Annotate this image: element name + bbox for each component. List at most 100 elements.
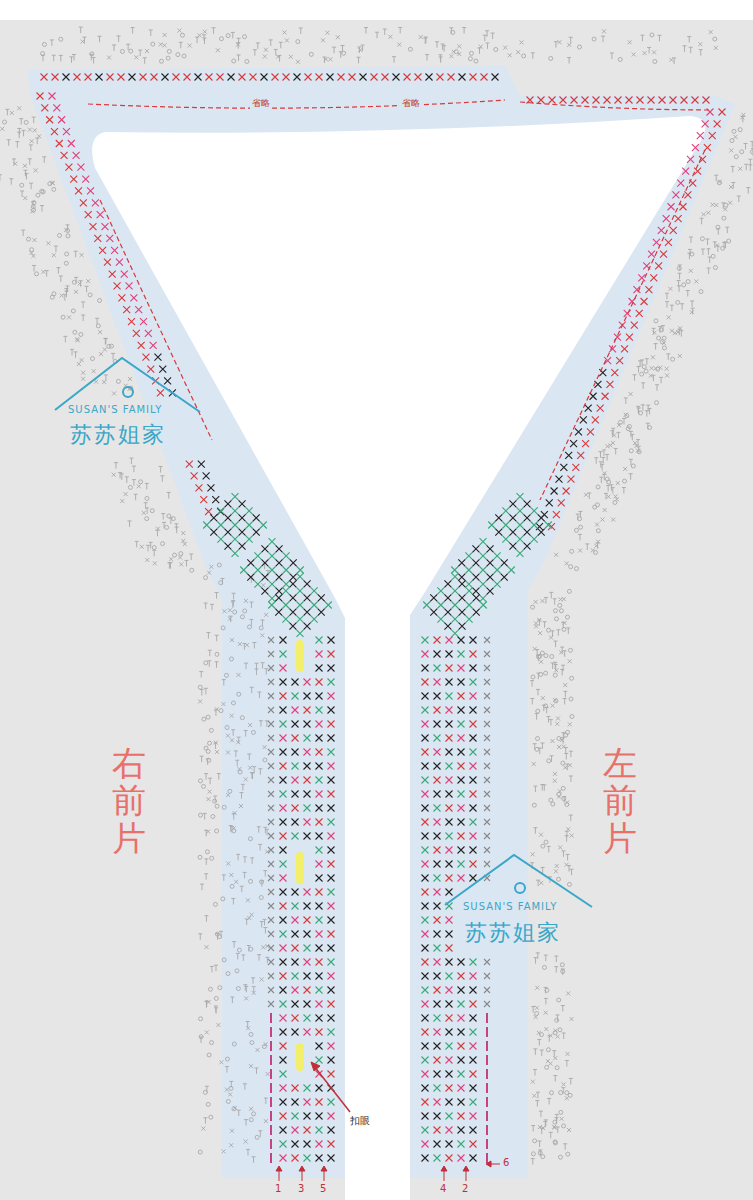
- lace-symbol: [236, 43, 240, 49]
- stitch-mark: [492, 74, 499, 81]
- lace-symbol: [541, 696, 545, 700]
- lace-symbol: [261, 663, 265, 669]
- stitch-mark: [280, 819, 287, 826]
- stitch-mark: [254, 581, 261, 588]
- stitch-mark: [304, 973, 311, 980]
- lace-symbol: [570, 676, 574, 680]
- lace-symbol: [229, 873, 233, 877]
- stitch-mark: [446, 819, 453, 826]
- lace-symbol: [679, 331, 683, 337]
- lace-symbol: [10, 111, 14, 115]
- stitch-mark: [151, 74, 158, 81]
- stitch-mark: [280, 693, 287, 700]
- stitch-mark: [316, 665, 323, 672]
- stitch-mark: [459, 580, 466, 587]
- lace-symbol: [207, 571, 211, 575]
- lace-symbol: [645, 359, 649, 365]
- stitch-mark: [434, 651, 441, 658]
- lace-symbol: [541, 844, 545, 848]
- part-name: 右前片: [112, 745, 146, 857]
- lace-symbol: [231, 32, 235, 38]
- lace-symbol: [686, 280, 690, 284]
- lace-symbol: [531, 675, 535, 679]
- lace-symbol: [562, 797, 566, 803]
- lace-symbol: [731, 166, 735, 172]
- stitch-mark: [292, 721, 299, 728]
- lace-symbol: [179, 42, 183, 48]
- stitch-mark: [260, 522, 267, 529]
- lace-symbol: [358, 48, 362, 52]
- stitch-mark: [304, 707, 311, 714]
- stitch-mark: [484, 651, 490, 657]
- stitch-mark: [446, 1155, 453, 1162]
- stitch-mark: [268, 651, 274, 657]
- stitch-mark: [470, 763, 477, 770]
- lace-symbol: [204, 830, 208, 836]
- lace-symbol: [654, 319, 658, 323]
- lace-symbol: [85, 286, 89, 292]
- lace-symbol: [559, 597, 563, 601]
- lace-symbol: [252, 767, 256, 773]
- lace-symbol: [208, 778, 212, 784]
- lace-symbol: [638, 361, 642, 367]
- lace-symbol: [751, 148, 753, 154]
- lace-symbol: [690, 252, 694, 256]
- stitch-mark: [422, 1099, 429, 1106]
- stitch-mark: [422, 833, 429, 840]
- stitch-mark: [304, 903, 311, 910]
- lace-symbol: [248, 625, 252, 629]
- stitch-mark: [140, 74, 147, 81]
- stitch-mark: [470, 679, 477, 686]
- yarn-ball: [123, 387, 133, 397]
- stitch-mark: [292, 959, 299, 966]
- lace-symbol: [134, 55, 138, 59]
- lace-symbol: [259, 721, 263, 727]
- lace-symbol: [722, 216, 726, 220]
- lace-symbol: [199, 672, 203, 678]
- lace-symbol: [135, 541, 139, 547]
- lace-symbol: [202, 717, 206, 721]
- stitch-mark: [446, 1099, 453, 1106]
- arrow-head: [276, 1166, 282, 1171]
- top-margin: [0, 0, 753, 20]
- lace-symbol: [435, 42, 439, 48]
- lace-symbol: [159, 42, 163, 46]
- stitch-mark: [289, 623, 296, 630]
- lace-symbol: [198, 1150, 202, 1154]
- stitch-mark: [422, 1141, 429, 1148]
- stitch-mark: [316, 721, 323, 728]
- lace-symbol: [357, 47, 361, 53]
- lace-symbol: [653, 60, 657, 64]
- stitch-mark: [328, 749, 335, 756]
- lace-symbol: [585, 544, 589, 550]
- stitch-mark: [159, 366, 166, 373]
- stitch-mark: [484, 791, 490, 797]
- lace-symbol: [198, 855, 202, 859]
- lace-symbol: [132, 466, 136, 472]
- stitch-mark: [602, 393, 609, 400]
- stitch-mark: [531, 522, 538, 529]
- lace-symbol: [232, 1107, 236, 1111]
- stitch-mark: [290, 559, 297, 566]
- lace-symbol: [228, 1092, 232, 1096]
- stitch-mark: [316, 1127, 323, 1134]
- stitch-mark: [371, 74, 378, 81]
- lace-symbol: [126, 44, 130, 50]
- stitch-mark: [446, 693, 453, 700]
- stitch-mark: [280, 1029, 287, 1036]
- stitch-mark: [472, 574, 479, 581]
- lace-symbol: [240, 716, 244, 720]
- lace-symbol: [226, 34, 230, 38]
- stitch-mark: [61, 152, 68, 159]
- lace-symbol: [398, 27, 402, 33]
- lace-symbol: [200, 690, 204, 696]
- lace-symbol: [217, 774, 221, 780]
- lace-symbol: [563, 699, 567, 705]
- lace-symbol: [565, 615, 569, 619]
- lace-symbol: [714, 175, 718, 181]
- stitch-mark: [328, 917, 335, 924]
- stitch-mark: [524, 543, 531, 550]
- lace-symbol: [579, 525, 583, 529]
- stitch-mark: [553, 511, 560, 518]
- lace-symbol: [538, 1151, 542, 1155]
